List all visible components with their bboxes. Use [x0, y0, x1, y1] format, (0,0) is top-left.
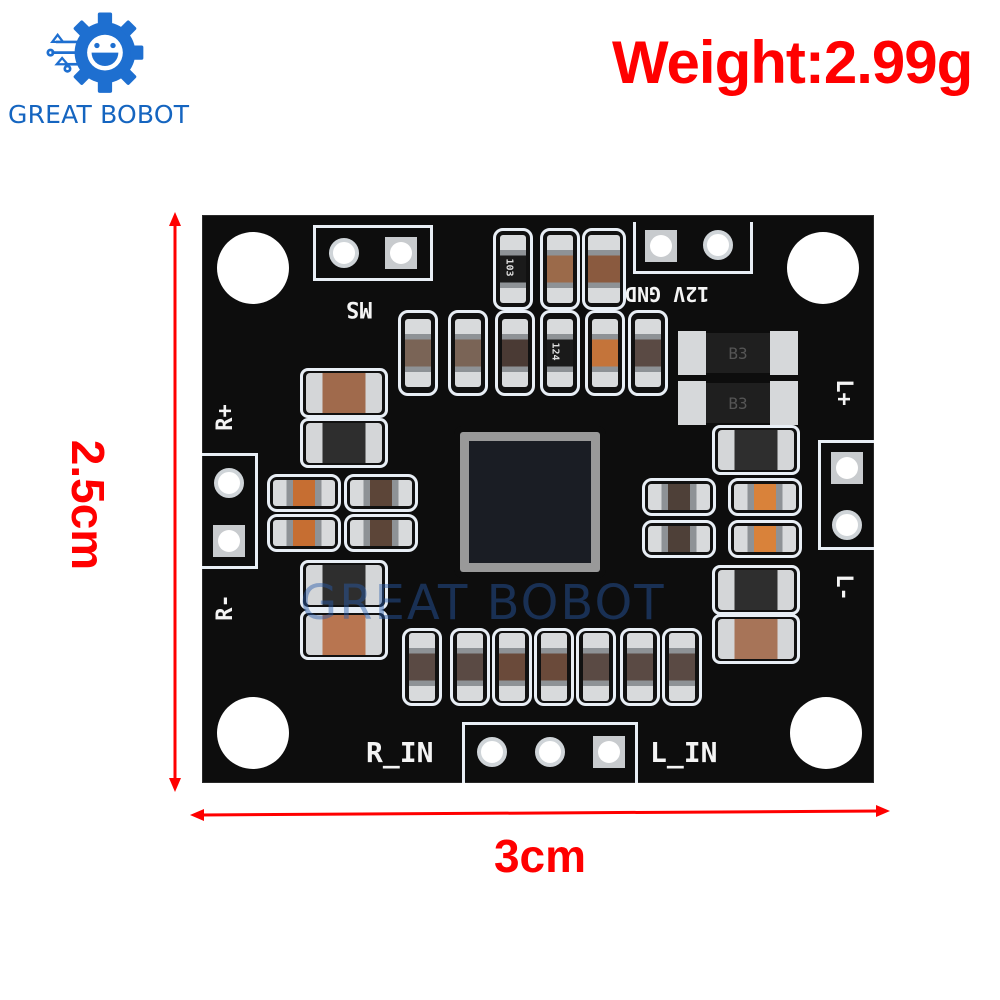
l-plus-label: L+ — [830, 379, 856, 406]
capacitor-right-1 — [642, 478, 716, 516]
r-plus-label: R+ — [212, 404, 238, 431]
resistor-124 — [540, 310, 580, 396]
resistor-bottom-7 — [662, 628, 702, 706]
resistor-bottom-4 — [534, 628, 574, 706]
input-pin-l — [593, 736, 625, 768]
right-speaker-pin-plus — [214, 468, 244, 498]
power-pin-gnd — [645, 230, 677, 262]
left-speaker-pin-minus — [832, 510, 862, 540]
width-dimension-label: 3cm — [493, 830, 587, 882]
capacitor-top-1 — [540, 228, 580, 310]
r-minus-label: R- — [212, 594, 238, 621]
capacitor-right-3 — [642, 520, 716, 558]
resistor-bottom-5 — [576, 628, 616, 706]
resistor-bottom-2 — [450, 628, 490, 706]
resistor-124-marking: 124 — [549, 342, 561, 361]
ms-header-outline — [313, 225, 433, 281]
diode-b3-2: B3 — [678, 380, 798, 426]
capacitor-row2-1 — [398, 310, 438, 396]
capacitor-right-4 — [728, 520, 802, 558]
inductor-right-2 — [712, 565, 800, 615]
brand-watermark: GREAT BOBOT — [300, 575, 666, 631]
brand-logo-icon — [46, 12, 144, 93]
diode-b3-1: B3 — [678, 330, 798, 376]
weight-label: Weight:2.99g — [612, 29, 973, 96]
power-header-outline — [633, 222, 753, 274]
l-minus-label: L- — [830, 574, 856, 601]
ms-label: MS — [346, 296, 373, 321]
left-speaker-pin-plus — [831, 452, 863, 484]
capacitor-row2-2 — [448, 310, 488, 396]
capacitor-row2-3 — [495, 310, 535, 396]
left-speaker-header-outline — [818, 440, 874, 550]
amplifier-ic-chip — [450, 422, 610, 582]
capacitor-row2-5 — [585, 310, 625, 396]
brand-name: GREAT BOBOT — [8, 100, 190, 129]
capacitor-right-5 — [712, 614, 800, 664]
right-speaker-pin-minus — [213, 525, 245, 557]
ms-pin-1 — [329, 238, 359, 268]
r-in-label: R_IN — [366, 736, 434, 769]
capacitor-left-1 — [300, 368, 388, 418]
mounting-hole-top-right — [787, 232, 859, 304]
power-label: 12V GND — [625, 282, 710, 306]
capacitor-left-2 — [267, 474, 341, 512]
capacitor-left-5 — [344, 514, 418, 552]
input-header-outline — [462, 722, 638, 783]
capacitor-left-6 — [300, 610, 388, 660]
power-pin-12v — [703, 230, 733, 260]
l-in-label: L_IN — [650, 736, 718, 769]
ms-pin-2 — [385, 237, 417, 269]
input-pin-r — [477, 737, 507, 767]
right-speaker-header-outline — [202, 453, 258, 569]
resistor-103-marking: 103 — [503, 258, 515, 277]
mounting-hole-top-left — [217, 232, 289, 304]
resistor-bottom-1 — [402, 628, 442, 706]
height-dimension-arrow-icon — [169, 212, 181, 792]
capacitor-right-2 — [728, 478, 802, 516]
inductor-right-1 — [712, 425, 800, 475]
inductor-left-2 — [300, 560, 388, 610]
inductor-left-1 — [300, 418, 388, 468]
capacitor-row2-6 — [628, 310, 668, 396]
mounting-hole-bottom-right — [790, 697, 862, 769]
width-dimension-arrow-icon — [190, 805, 890, 821]
capacitor-top-2 — [582, 228, 626, 310]
resistor-103 — [493, 228, 533, 310]
capacitor-left-3 — [344, 474, 418, 512]
resistor-bottom-3 — [492, 628, 532, 706]
input-pin-gnd — [535, 737, 565, 767]
height-dimension-label: 2.5cm — [62, 439, 114, 571]
capacitor-left-4 — [267, 514, 341, 552]
mounting-hole-bottom-left — [217, 697, 289, 769]
resistor-bottom-6 — [620, 628, 660, 706]
